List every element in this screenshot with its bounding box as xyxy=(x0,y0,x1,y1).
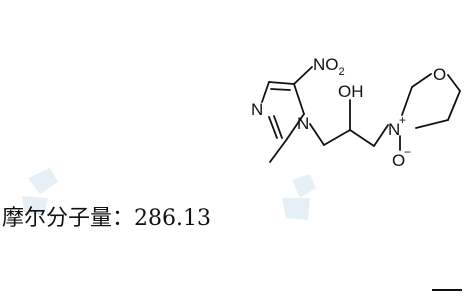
propanol-chain xyxy=(309,99,389,147)
morpholine-ring xyxy=(401,73,461,129)
methyl-bond xyxy=(269,138,288,163)
watermark-logo-left xyxy=(22,168,58,216)
molecular-weight-line: 摩尔分子量：286.13 xyxy=(2,200,211,232)
hydroxyl-label: OH xyxy=(338,82,364,101)
nitro-bond xyxy=(293,66,313,85)
nitro-group-label: NO2 xyxy=(313,55,345,78)
morpholine-nitrogen-charge: + xyxy=(399,113,406,127)
imidazole-ring xyxy=(261,81,305,140)
watermark-logo-right xyxy=(282,174,316,220)
imidazole-n3-label: N xyxy=(251,100,263,119)
imidazole-n1-label: N xyxy=(297,114,309,133)
molecular-weight-value: 286.13 xyxy=(134,206,211,231)
morpholine-oxygen-label: O xyxy=(433,65,446,84)
n-oxide-oxygen-label: O xyxy=(392,151,405,170)
n-oxide-charge: − xyxy=(404,145,411,159)
morpholine-nitrogen-label: N xyxy=(388,120,400,139)
divider-line xyxy=(432,289,462,291)
molecular-weight-label: 摩尔分子量： xyxy=(2,206,135,231)
